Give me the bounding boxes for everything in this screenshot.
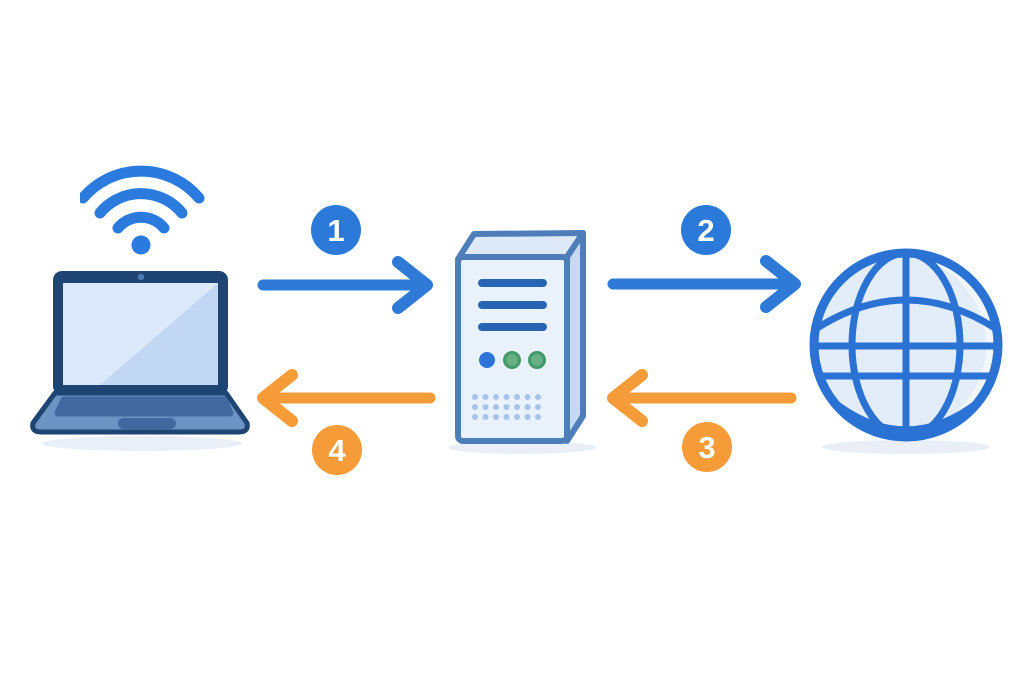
globe-grid-lines [817, 256, 995, 434]
wifi-dot [131, 235, 151, 255]
globe-parallel-top [817, 296, 995, 333]
step-1-badge: 1 [311, 205, 361, 255]
arrow-step-3-left [607, 369, 797, 427]
server-slot-bar [478, 323, 547, 331]
server-led-green [528, 351, 546, 369]
step-4-badge: 4 [312, 425, 362, 475]
wifi-arc-middle [94, 188, 188, 219]
laptop-icon [30, 271, 250, 435]
arrow-step-2-right [607, 255, 801, 313]
server-shadow [448, 441, 596, 454]
globe-outline [809, 248, 1003, 442]
server-vent-dots [472, 394, 541, 420]
wifi-icon [80, 165, 205, 255]
arrow-step-4-left [257, 369, 436, 427]
globe-icon [809, 248, 1003, 442]
step-2-badge: 2 [681, 205, 731, 255]
laptop-shadow [42, 436, 242, 451]
server-led-blue [479, 352, 495, 368]
server-slot-bars [478, 279, 547, 331]
server-icon [455, 230, 586, 444]
server-slot-bar [478, 301, 547, 309]
step-3-badge: 3 [682, 422, 732, 472]
wifi-arc-inner [112, 211, 170, 234]
wifi-arc-outer [80, 165, 205, 204]
server-slot-bar [478, 279, 547, 287]
laptop-screen-glare [100, 283, 218, 385]
laptop-webcam-dot [137, 273, 145, 281]
laptop-touchpad [118, 418, 176, 429]
arrow-step-1-right [257, 256, 433, 314]
server-led-green [503, 351, 521, 369]
laptop-keyboard [54, 396, 234, 417]
globe-shadow [822, 440, 990, 454]
